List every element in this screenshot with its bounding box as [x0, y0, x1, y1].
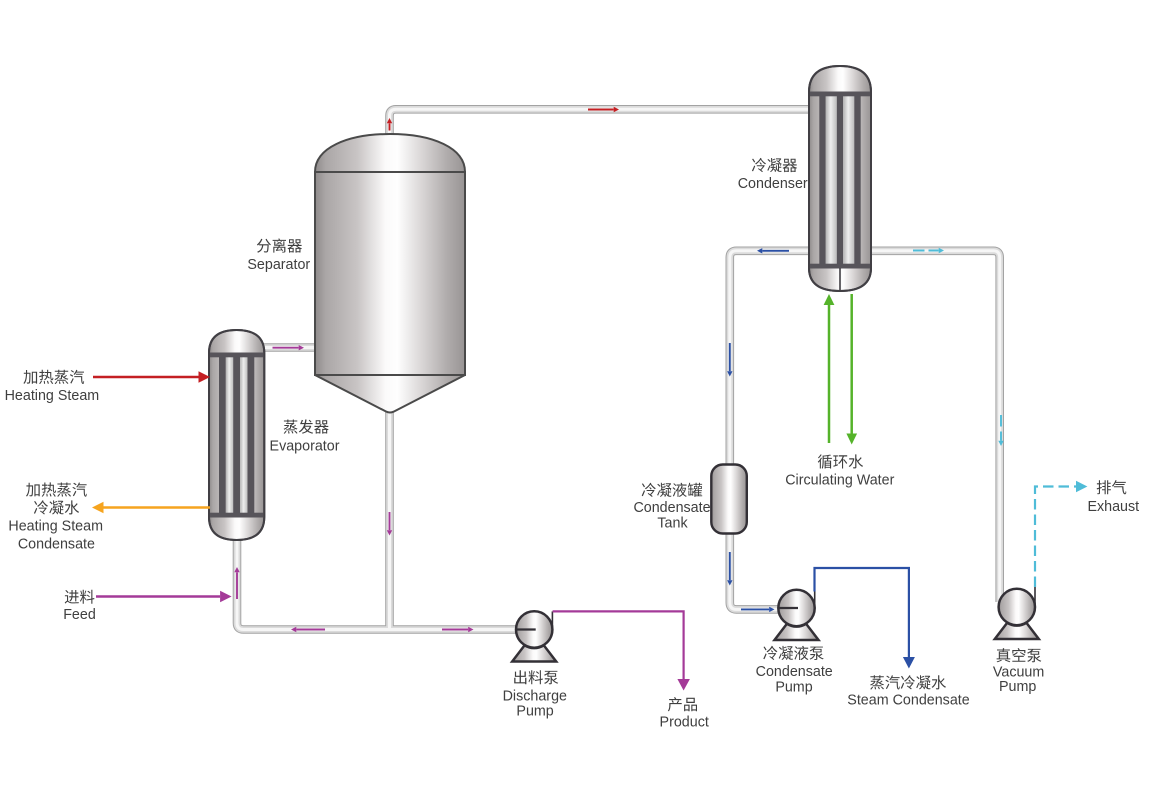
svg-text:Exhaust: Exhaust: [1087, 499, 1139, 515]
svg-text:Evaporator: Evaporator: [270, 439, 340, 455]
svg-text:Pump: Pump: [999, 679, 1036, 695]
svg-text:Condensate: Condensate: [756, 664, 833, 680]
svg-text:Condensate: Condensate: [18, 536, 95, 552]
svg-text:Heating Steam: Heating Steam: [5, 388, 100, 404]
svg-text:Product: Product: [660, 714, 709, 730]
svg-text:Pump: Pump: [516, 703, 553, 719]
svg-text:Pump: Pump: [775, 679, 812, 695]
svg-text:Separator: Separator: [247, 257, 310, 273]
svg-text:Circulating Water: Circulating Water: [785, 472, 894, 488]
svg-text:Discharge: Discharge: [503, 688, 567, 704]
svg-text:Vacuum: Vacuum: [993, 665, 1044, 681]
svg-text:Condenser: Condenser: [738, 176, 808, 192]
svg-text:Tank: Tank: [657, 516, 688, 532]
svg-text:Feed: Feed: [63, 607, 96, 623]
svg-text:Condensate: Condensate: [633, 500, 710, 516]
svg-text:Steam Condensate: Steam Condensate: [847, 693, 969, 709]
svg-text:Heating Steam: Heating Steam: [8, 518, 103, 534]
